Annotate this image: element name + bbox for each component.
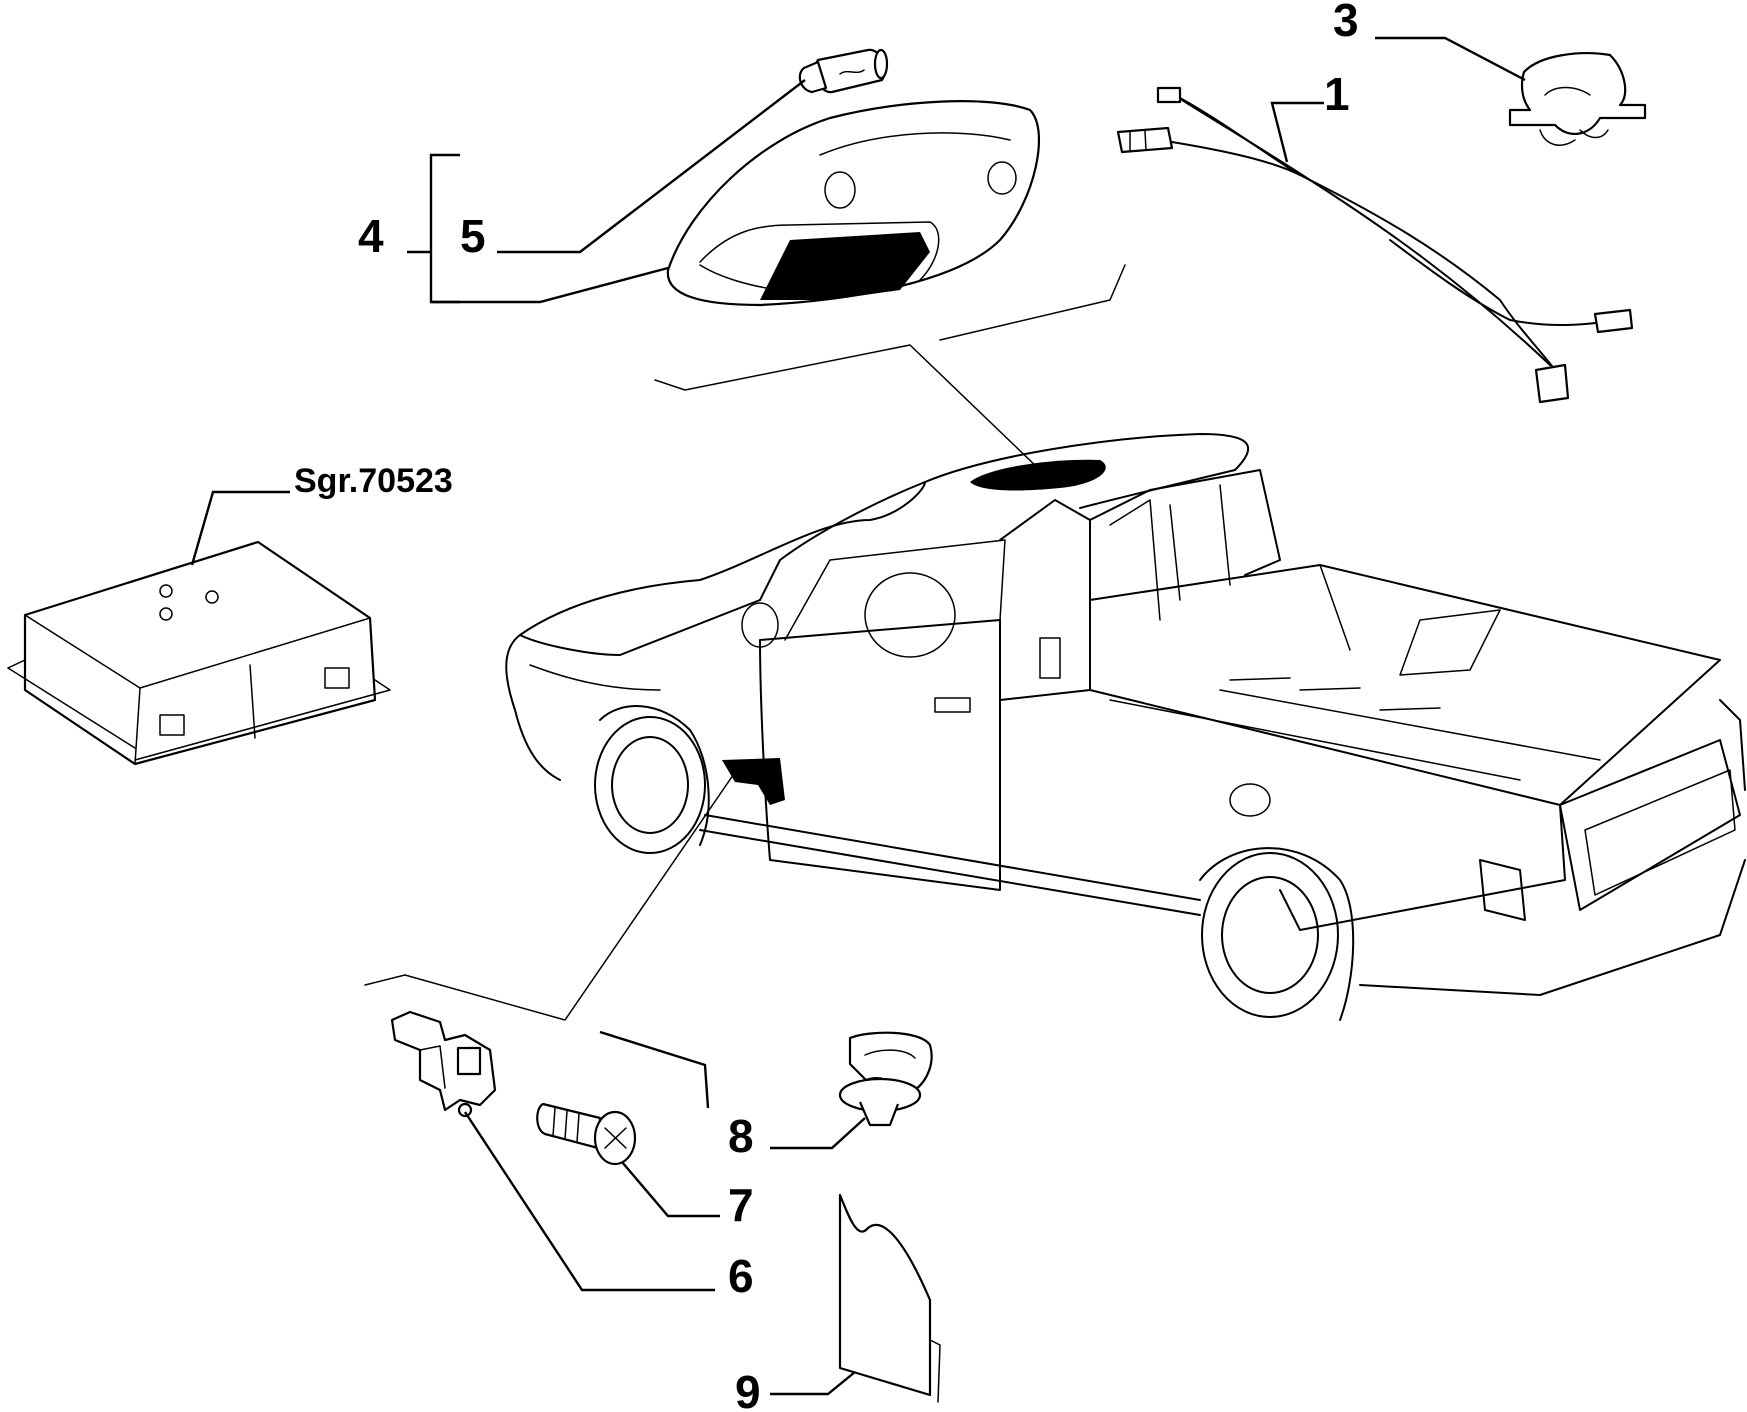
leader-6 — [463, 1111, 715, 1292]
cover-plate-icon — [838, 1193, 941, 1403]
leader-8 — [770, 1117, 866, 1150]
callout-9: 9 — [735, 1366, 761, 1412]
pointer-switch — [364, 764, 741, 1021]
pointer-roof-2 — [939, 264, 1126, 341]
leader-9 — [770, 1371, 856, 1396]
clip-icon — [1508, 52, 1647, 146]
pointer-roof — [654, 344, 1041, 471]
callout-3: 3 — [1333, 0, 1359, 46]
leader-sgr — [190, 490, 290, 566]
wiring-harness-icon — [1116, 86, 1634, 404]
grommet-icon — [838, 1031, 933, 1127]
callout-7: 7 — [728, 1179, 754, 1231]
callout-5: 5 — [460, 210, 486, 262]
callout-1: 1 — [1324, 68, 1350, 120]
pickup-truck-icon — [505, 433, 1746, 1021]
reference-label: Sgr.70523 — [294, 462, 453, 500]
screw-icon — [536, 1102, 637, 1166]
dome-light-icon — [666, 100, 1041, 307]
control-unit-icon — [7, 540, 391, 766]
bulb-icon — [798, 48, 889, 94]
callout-6: 6 — [728, 1250, 754, 1302]
door-switch-icon — [390, 1010, 497, 1118]
leader-4-bracket — [429, 153, 460, 304]
leader-7 — [621, 1161, 720, 1218]
callout-4: 4 — [358, 210, 384, 262]
leader-8-tail — [599, 1030, 710, 1109]
leader-4 — [431, 266, 669, 304]
callout-8: 8 — [728, 1110, 754, 1162]
leader-3 — [1375, 36, 1526, 82]
leader-1 — [1270, 101, 1324, 163]
leader-5 — [497, 79, 806, 254]
